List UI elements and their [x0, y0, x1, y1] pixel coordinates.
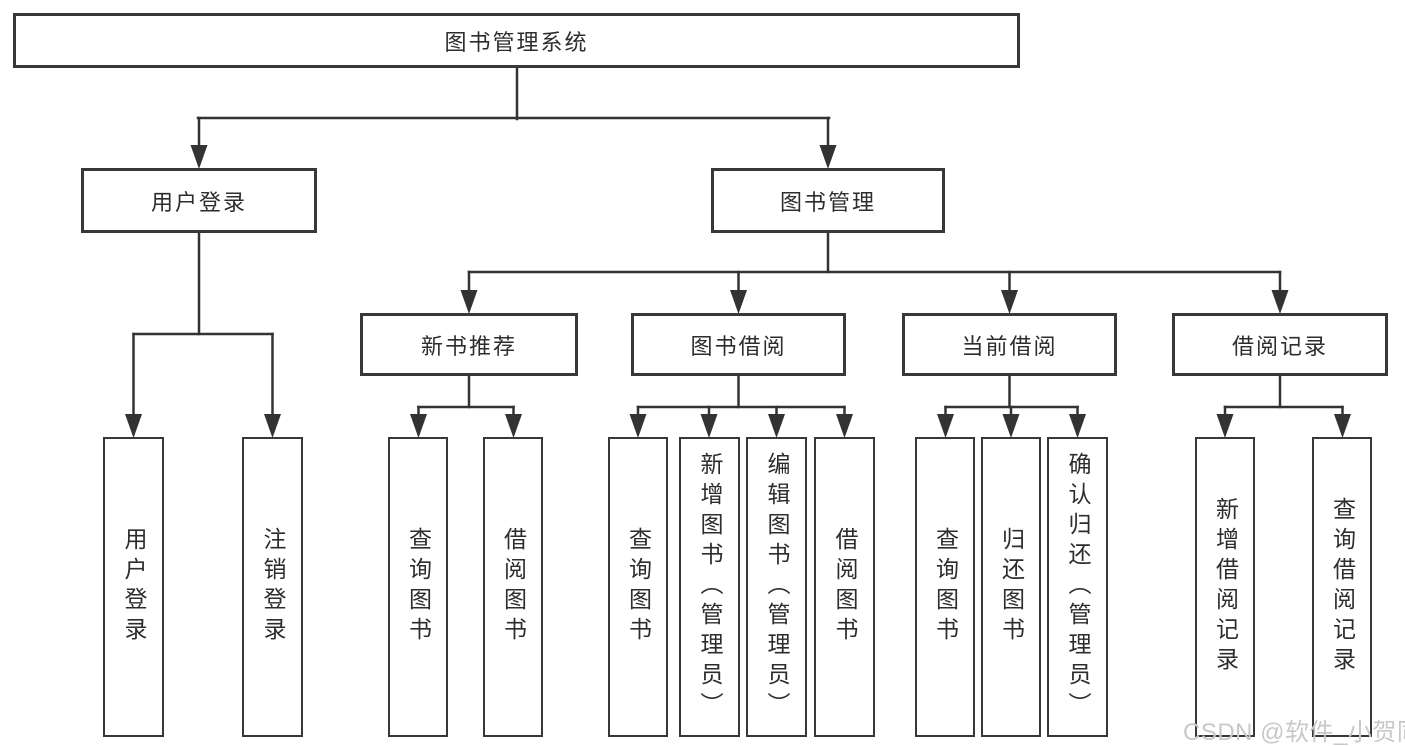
arrowhead-down — [937, 414, 954, 438]
node-book-mgmt-branch-label: 图书管理 — [779, 189, 876, 215]
arrowhead-down — [1069, 414, 1086, 438]
leaf-bb-borrow-books: 借阅图书 — [814, 437, 875, 737]
leaf-cb-query-books: 查询图书 — [915, 437, 975, 737]
arrowhead-down — [1216, 414, 1234, 438]
node-book-mgmt-branch: 图书管理 — [711, 168, 945, 233]
connector-borrow-records-to-leaves — [1216, 374, 1351, 438]
node-root-label: 图书管理系统 — [444, 29, 589, 55]
node-new-book-rec-label: 新书推荐 — [420, 333, 517, 359]
leaf-bb-edit-book-admin-label: 编辑图书（管理员） — [764, 452, 790, 722]
node-borrow-records-label: 借阅记录 — [1231, 333, 1328, 359]
leaf-nbr-query-books-label: 查询图书 — [405, 527, 432, 647]
leaf-cb-return-books-label: 归还图书 — [998, 527, 1025, 647]
arrowhead-down — [125, 414, 142, 438]
leaf-bb-edit-book-admin: 编辑图书（管理员） — [746, 437, 807, 737]
arrowhead-down — [1002, 414, 1020, 438]
arrowhead-down — [505, 414, 522, 438]
leaf-br-add-record-label: 新增借阅记录 — [1212, 497, 1239, 677]
leaf-cb-confirm-return-admin: 确认归还（管理员） — [1047, 437, 1108, 737]
leaf-bb-add-book-admin: 新增图书（管理员） — [679, 437, 740, 737]
leaf-br-query-record: 查询借阅记录 — [1312, 437, 1372, 737]
leaf-cb-return-books: 归还图书 — [981, 437, 1041, 737]
leaf-bb-query-books: 查询图书 — [608, 437, 668, 737]
arrowhead-down — [819, 145, 837, 169]
leaf-logout-label: 注销登录 — [260, 527, 286, 647]
node-current-borrow-label: 当前借阅 — [961, 333, 1058, 359]
arrowhead-down — [836, 414, 853, 438]
connector-book-mgmt-to-level3 — [460, 231, 1289, 314]
node-borrow-records: 借阅记录 — [1172, 313, 1388, 376]
arrowhead-down — [700, 414, 718, 438]
leaf-logout: 注销登录 — [242, 437, 303, 737]
leaf-nbr-borrow-books: 借阅图书 — [483, 437, 543, 737]
leaf-bb-add-book-admin-label: 新增图书（管理员） — [697, 452, 723, 722]
leaf-bb-query-books-label: 查询图书 — [625, 527, 652, 647]
arrowhead-down — [264, 414, 281, 438]
leaf-br-query-record-label: 查询借阅记录 — [1329, 497, 1356, 677]
arrowhead-down — [460, 290, 478, 314]
leaf-nbr-query-books: 查询图书 — [388, 437, 448, 737]
leaf-user-login: 用户登录 — [103, 437, 164, 737]
leaf-nbr-borrow-books-label: 借阅图书 — [500, 527, 527, 647]
node-book-borrow: 图书借阅 — [631, 313, 846, 376]
connector-user-login-to-leaves — [125, 231, 281, 438]
arrowhead-down — [768, 414, 785, 438]
arrowhead-down — [1271, 290, 1289, 314]
connector-new-book-rec-to-leaves — [410, 374, 522, 438]
leaf-bb-borrow-books-label: 借阅图书 — [832, 527, 858, 647]
arrowhead-down — [730, 290, 747, 314]
leaf-cb-confirm-return-admin-label: 确认归还（管理员） — [1065, 452, 1091, 722]
connector-root-to-level2 — [190, 66, 837, 169]
arrowhead-down — [410, 414, 427, 438]
node-current-borrow: 当前借阅 — [902, 313, 1117, 376]
arrowhead-down — [190, 145, 208, 169]
node-book-borrow-label: 图书借阅 — [690, 333, 787, 359]
connector-book-borrow-to-leaves — [629, 374, 853, 438]
watermark: CSDN @软件_小贺同学 — [1183, 719, 1405, 746]
node-user-login-branch-label: 用户登录 — [150, 189, 247, 215]
leaf-br-add-record: 新增借阅记录 — [1195, 437, 1255, 737]
arrowhead-down — [629, 414, 647, 438]
node-root: 图书管理系统 — [13, 13, 1020, 68]
leaf-user-login-label: 用户登录 — [121, 527, 147, 647]
arrowhead-down — [1334, 414, 1351, 438]
connector-current-borrow-to-leaves — [937, 374, 1086, 438]
leaf-cb-query-books-label: 查询图书 — [932, 527, 959, 647]
arrowhead-down — [1001, 290, 1018, 314]
node-new-book-rec: 新书推荐 — [360, 313, 578, 376]
node-user-login-branch: 用户登录 — [81, 168, 317, 233]
